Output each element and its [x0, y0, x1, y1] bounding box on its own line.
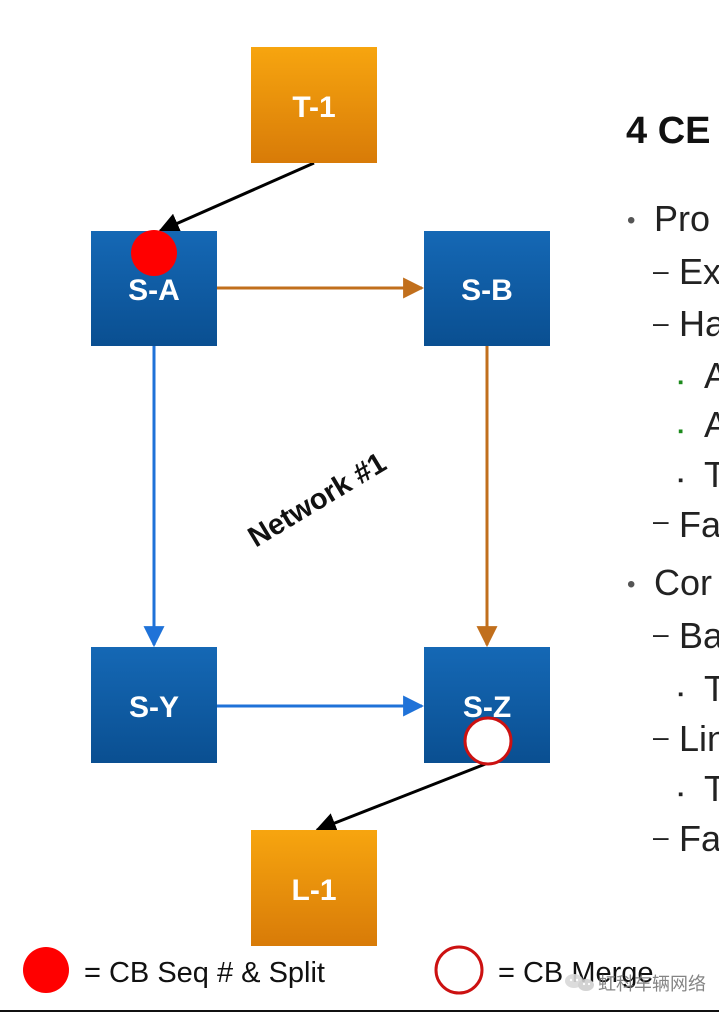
slide-title: 4 CE [626, 110, 710, 152]
watermark-text: 虹科车辆网络 [598, 974, 706, 995]
link-t1-to-sa [158, 161, 315, 233]
bullet-text: Ha [679, 303, 719, 344]
node-sa: S-A [91, 231, 217, 346]
bullet-symbol: – [653, 307, 669, 338]
bullet-symbol: • [627, 207, 635, 234]
watermark: 虹科车辆网络 [565, 974, 706, 995]
wechat-icon [565, 974, 594, 991]
legend-split-icon [23, 947, 69, 993]
bullet-text: Cor [654, 562, 712, 603]
bullet-symbol: – [653, 721, 669, 752]
legend-merge-icon [434, 945, 484, 995]
bullet-symbol: – [653, 821, 669, 852]
bullet-text: Fa [679, 818, 719, 859]
bullet-symbol: – [653, 618, 669, 649]
bullet-text: A [704, 404, 719, 445]
node-sa-label: S-A [128, 274, 180, 307]
bullet-text: A [704, 355, 719, 396]
node-sy: S-Y [91, 647, 217, 763]
legend-split-label: = CB Seq # & Split [84, 957, 325, 989]
node-sb: S-B [424, 231, 550, 346]
bullet-text: T [704, 454, 719, 495]
bullet-text: Ba [679, 615, 719, 656]
bullet-symbol: – [653, 255, 669, 286]
bullet-text: Ex [679, 251, 719, 292]
bullet-symbol: ▪ [678, 786, 683, 803]
bullet-text: Lin [679, 718, 719, 759]
node-sy-label: S-Y [129, 691, 179, 724]
merge-marker-icon [463, 716, 513, 766]
bullet-symbol: ▪ [678, 423, 683, 440]
bullet-text: T [704, 768, 719, 809]
node-l1-label: L-1 [292, 874, 337, 907]
bullet-symbol: ▪ [678, 374, 683, 391]
split-marker-icon [131, 230, 177, 276]
bullet-symbol: • [627, 571, 635, 598]
bullet-text: Pro [654, 198, 710, 239]
node-l1: L-1 [251, 830, 377, 946]
link-sz-to-l1 [315, 761, 489, 833]
bullet-text: Fa [679, 504, 719, 545]
network-label: Network #1 [243, 447, 392, 554]
bullet-symbol: ▪ [678, 472, 683, 489]
legend: = CB Seq # & Split = CB Merge [23, 945, 654, 995]
bullet-text: T [704, 668, 719, 709]
node-sb-label: S-B [461, 274, 513, 307]
slide-bullets: • Pro – Ex – Ha ▪ A ▪ A ▪ T – Fa • Cor –… [627, 198, 719, 859]
node-t1: T-1 [251, 47, 377, 163]
bullet-symbol: ▪ [678, 686, 683, 703]
bullet-symbol: – [653, 505, 669, 536]
node-t1-label: T-1 [292, 91, 335, 124]
